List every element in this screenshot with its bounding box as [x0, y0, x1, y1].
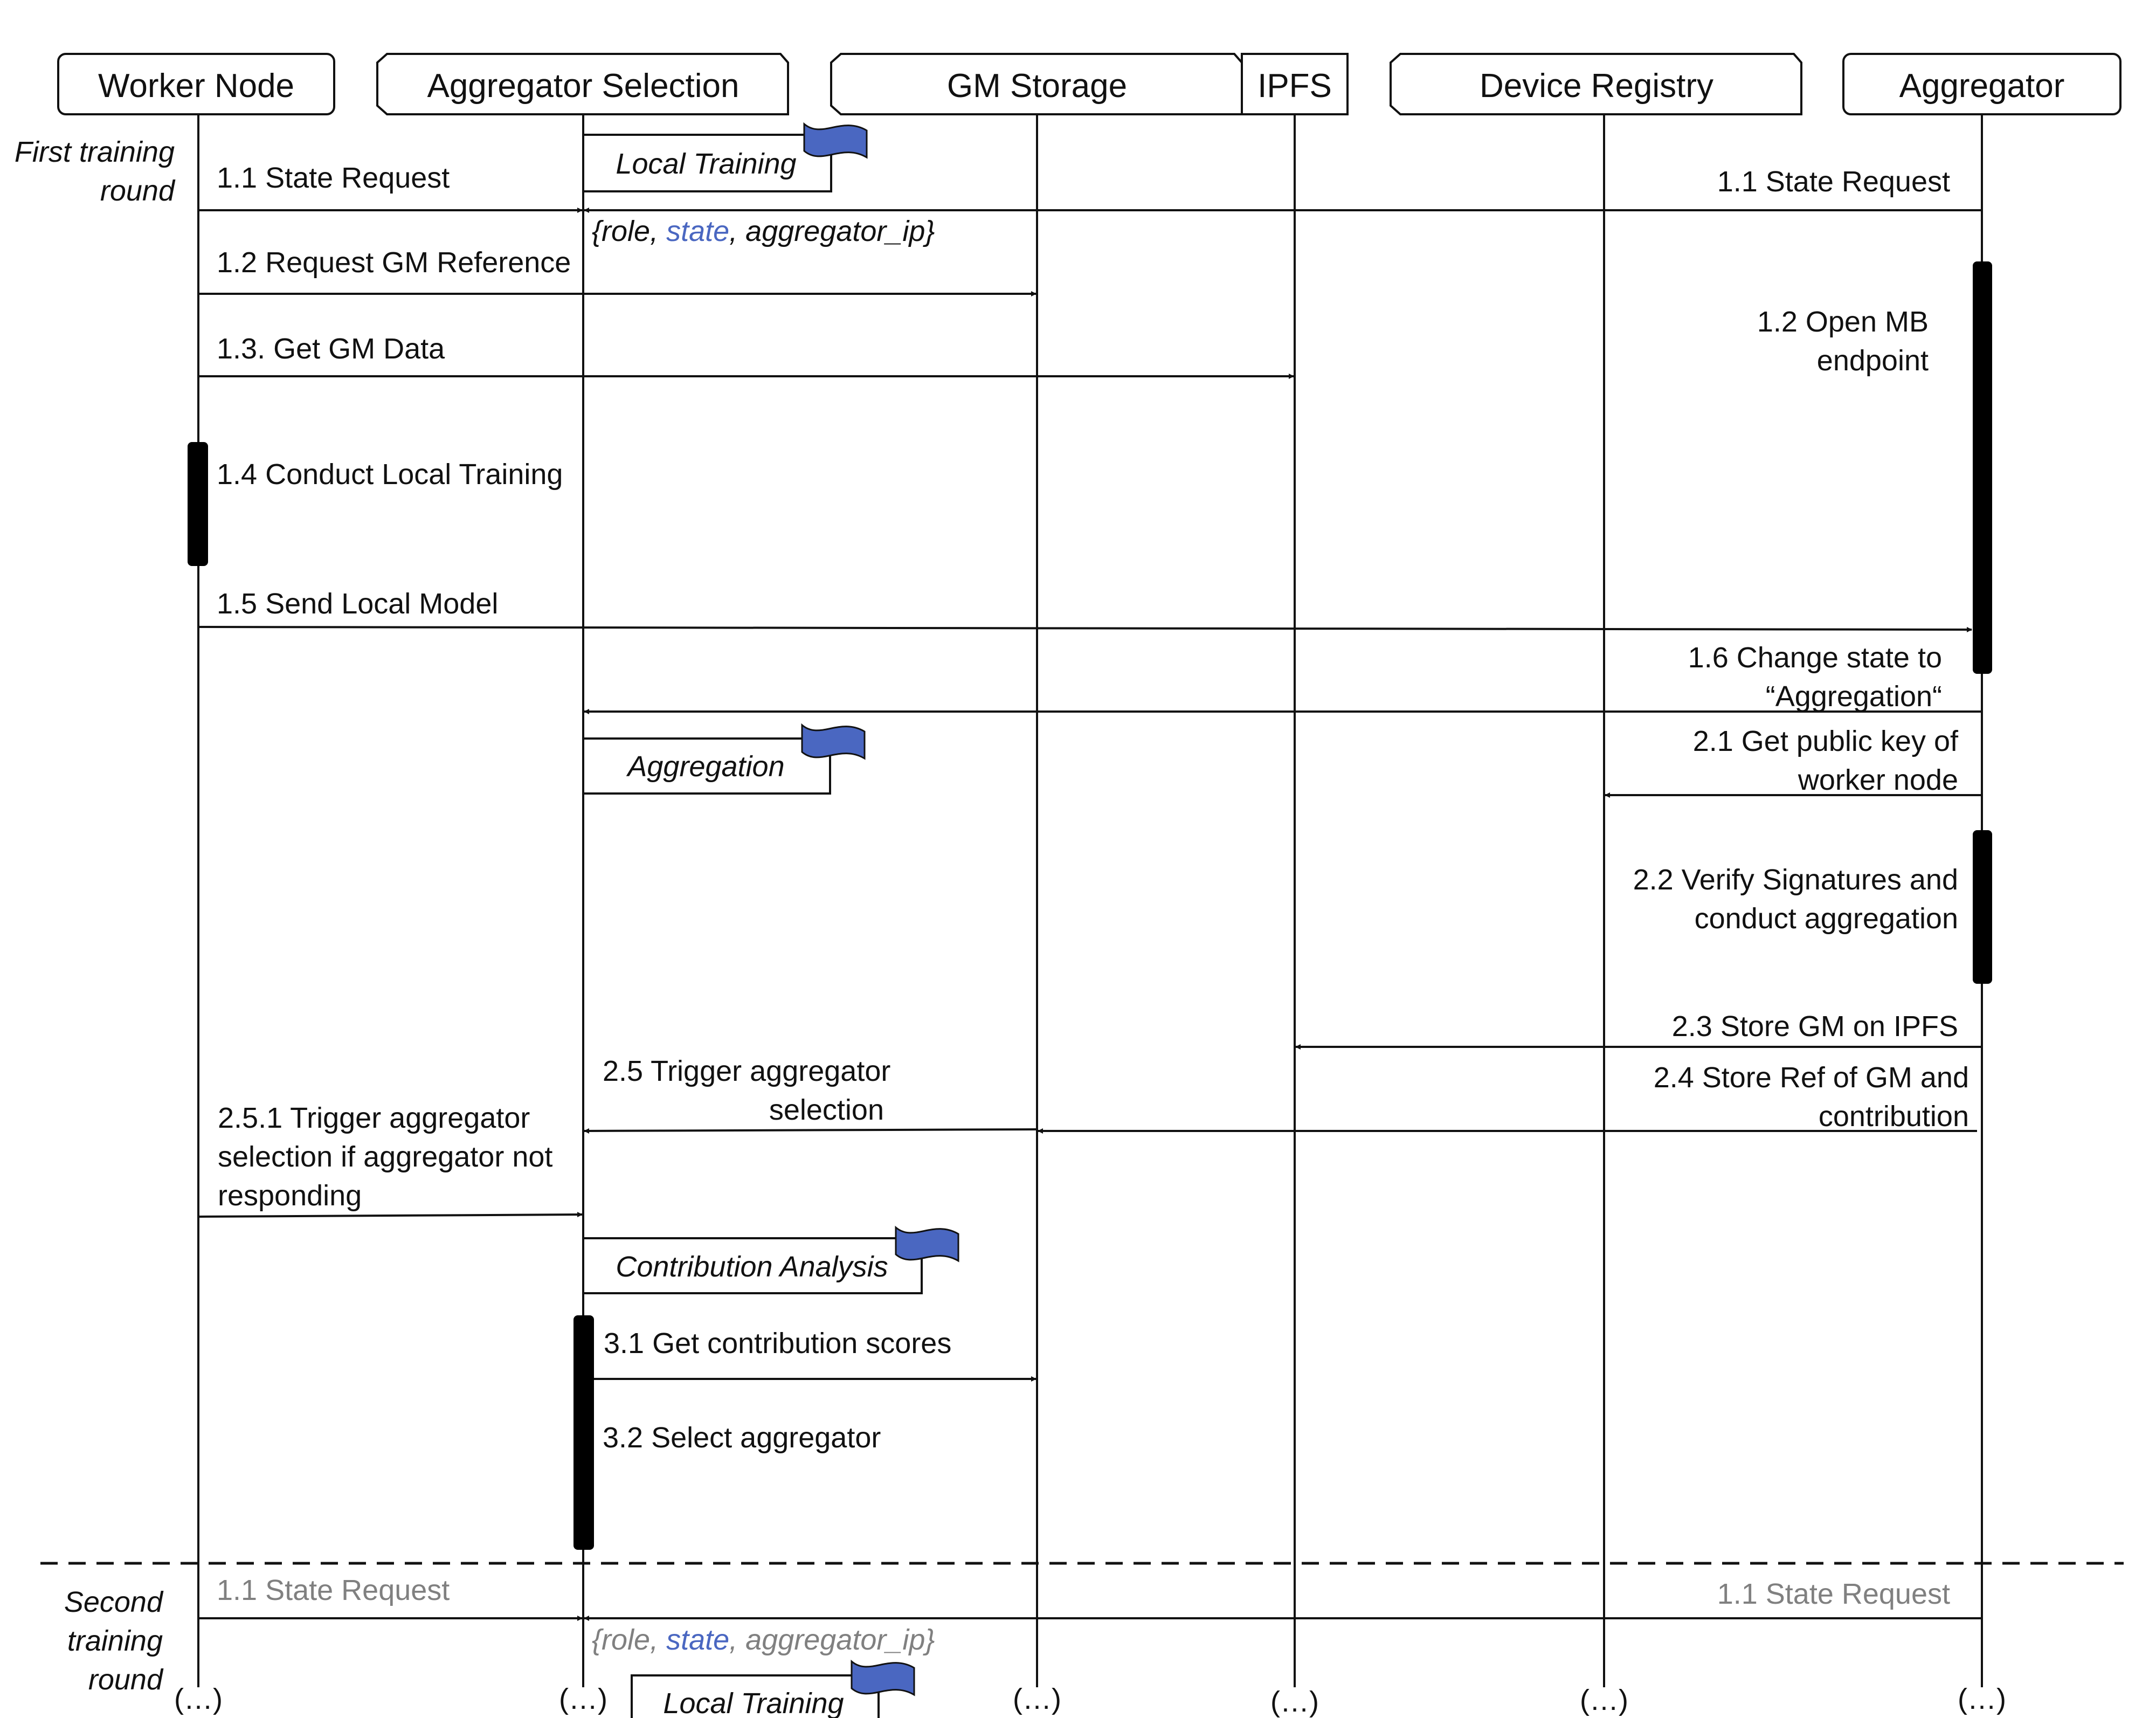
- message-second-worker: 1.1 State Request: [217, 1574, 450, 1606]
- round-first-line1: First training: [15, 136, 175, 168]
- payload-label-second: {role, state, aggregator_ip}: [592, 1624, 935, 1656]
- message-3-2: 3.2 Select aggregator: [603, 1422, 881, 1454]
- message-1-2-open-line1: 1.2 Open MB: [1757, 306, 1929, 338]
- state-label-local-training-second: Local Training: [663, 1687, 844, 1718]
- message-2-5-1-line1: 2.5.1 Trigger aggregator: [218, 1102, 530, 1134]
- activation-bar-worker-training: [188, 442, 208, 566]
- message-2-1-line2: worker node: [1798, 764, 1958, 796]
- participant-gm-storage: GM Storage: [830, 53, 1243, 115]
- participant-aggregator: Aggregator: [1842, 53, 2122, 115]
- message-1-1-worker: 1.1 State Request: [217, 162, 450, 194]
- message-2-5-1-line2: selection if aggregator not: [218, 1141, 552, 1173]
- message-1-5: 1.5 Send Local Model: [217, 588, 498, 620]
- arrow-2-5-1: [198, 1212, 583, 1218]
- message-1-6-line2: “Aggregation“: [1766, 680, 1942, 713]
- flag-icon: [851, 1659, 915, 1696]
- round-second-line1: Second: [64, 1586, 164, 1618]
- flag-icon: [803, 122, 868, 159]
- arrow-2-5: [584, 1128, 1038, 1134]
- message-1-6-line1: 1.6 Change state to: [1688, 641, 1942, 674]
- message-1-2: 1.2 Request GM Reference: [217, 246, 571, 279]
- state-box-contribution-analysis: Contribution Analysis: [582, 1225, 959, 1294]
- message-2-5-line2: selection: [769, 1094, 884, 1126]
- state-box-aggregation: Aggregation: [582, 723, 866, 795]
- flag-icon: [801, 723, 866, 760]
- state-box-local-training: Local Training: [582, 122, 868, 192]
- message-1-2-open-line2: endpoint: [1817, 344, 1929, 377]
- activation-bar-aggregator-verify: [1973, 830, 1992, 984]
- continuation-ipfs: (…): [1270, 1686, 1319, 1718]
- message-2-3: 2.3 Store GM on IPFS: [1672, 1010, 1958, 1043]
- state-label-local-training: Local Training: [616, 148, 796, 180]
- continuation-gm-storage: (…): [1013, 1683, 1061, 1715]
- message-1-3: 1.3. Get GM Data: [217, 333, 445, 365]
- participant-worker-node: Worker Node: [57, 53, 335, 115]
- continuation-worker: (…): [174, 1683, 223, 1715]
- round-label-first: First training round: [15, 136, 176, 207]
- message-1-4: 1.4 Conduct Local Training: [217, 458, 563, 491]
- message-2-5-line1: 2.5 Trigger aggregator: [603, 1055, 890, 1087]
- activation-bar-aggregator-mb: [1973, 261, 1992, 674]
- participant-label-ipfs: IPFS: [1257, 67, 1332, 105]
- participant-aggregator-selection: Aggregator Selection: [376, 53, 789, 115]
- message-1-1-aggregator: 1.1 State Request: [1717, 165, 1950, 198]
- message-second-aggregator: 1.1 State Request: [1717, 1578, 1950, 1610]
- continuation-markers: (…) (…) (…) (…) (…) (…): [174, 1683, 2006, 1718]
- message-2-1-line1: 2.1 Get public key of: [1693, 725, 1959, 757]
- continuation-aggregator: (…): [1958, 1683, 2006, 1715]
- message-arrows: [198, 208, 1982, 1621]
- message-2-4-line2: contribution: [1819, 1100, 1969, 1133]
- message-2-5-1-line3: responding: [218, 1179, 362, 1212]
- flag-icon: [895, 1225, 959, 1262]
- participant-label-worker: Worker Node: [98, 67, 294, 105]
- round-first-line2: round: [100, 175, 176, 207]
- participant-label-registry: Device Registry: [1480, 67, 1713, 105]
- continuation-selection: (…): [559, 1683, 607, 1715]
- participant-device-registry: Device Registry: [1390, 53, 1802, 115]
- state-box-local-training-second: Local Training: [631, 1659, 915, 1718]
- activation-bar-selection: [573, 1315, 594, 1550]
- continuation-registry: (…): [1580, 1684, 1628, 1716]
- message-2-2-line1: 2.2 Verify Signatures and: [1633, 864, 1958, 896]
- state-label-contribution: Contribution Analysis: [616, 1251, 888, 1283]
- round-label-second: Second training round: [64, 1586, 164, 1696]
- round-second-line3: round: [88, 1664, 164, 1696]
- payload-label-first: {role, state, aggregator_ip}: [592, 215, 935, 247]
- state-label-aggregation: Aggregation: [626, 750, 784, 783]
- message-2-2-line2: conduct aggregation: [1695, 902, 1958, 935]
- round-second-line2: training: [67, 1625, 163, 1657]
- participant-label-aggregator: Aggregator: [1899, 67, 2065, 105]
- participant-label-gm-storage: GM Storage: [947, 67, 1127, 105]
- arrow-1-5: [199, 626, 1972, 632]
- participant-label-selection: Aggregator Selection: [427, 67, 739, 105]
- message-2-4-line1: 2.4 Store Ref of GM and: [1654, 1061, 1969, 1094]
- participant-ipfs: IPFS: [1241, 53, 1349, 115]
- message-3-1: 3.1 Get contribution scores: [604, 1327, 951, 1360]
- lifelines: [197, 114, 1983, 1687]
